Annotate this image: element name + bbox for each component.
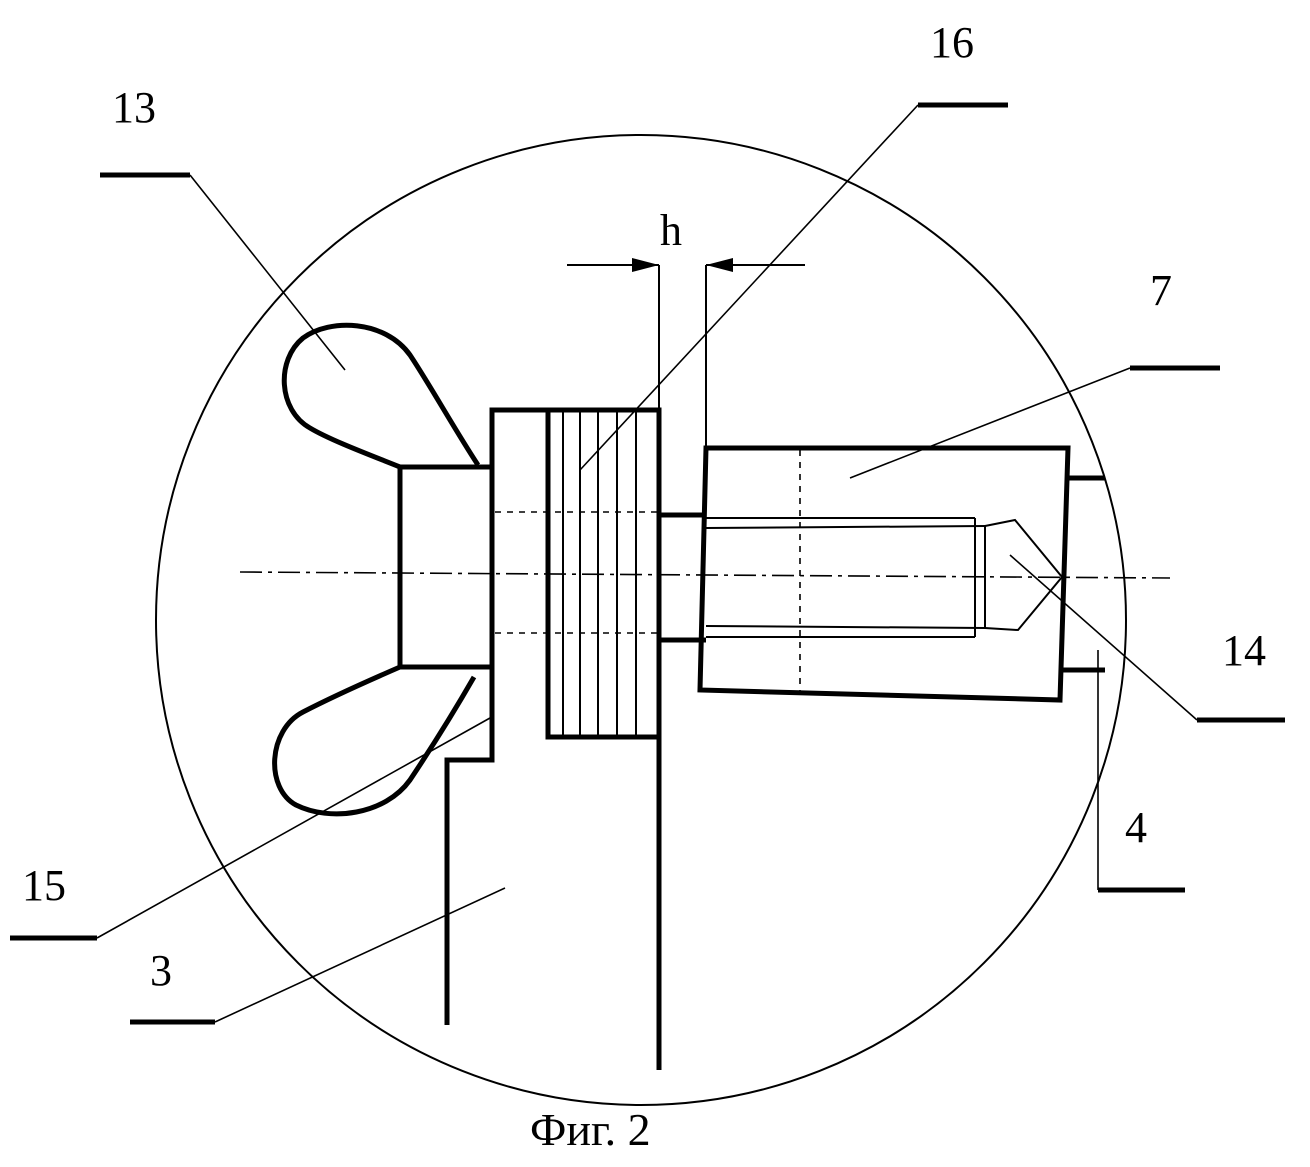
leader-16 [579,102,1008,471]
plate-3 [444,407,662,1070]
wing-nut-13 [272,322,495,817]
leader-13 [100,172,346,371]
callout-15: 15 [22,861,66,910]
block-7 [697,445,1071,703]
leader-4 [1097,650,1185,893]
leader-7 [849,365,1220,479]
callout-13: 13 [112,83,156,132]
callout-4: 4 [1125,803,1147,852]
disc-16 [545,407,662,740]
dimension-h [567,258,805,448]
callout-3: 3 [150,946,172,995]
callout-14: 14 [1222,626,1266,675]
leader-15 [10,717,491,941]
figure-caption: Фиг. 2 [530,1104,651,1155]
screw-shank [495,511,706,643]
detail-view-circle [155,134,1127,1106]
leader-3 [130,887,506,1025]
callout-7: 7 [1150,266,1172,315]
leader-14 [1009,554,1285,723]
callout-16: 16 [930,18,974,67]
dimension-label-h: h [660,206,682,255]
